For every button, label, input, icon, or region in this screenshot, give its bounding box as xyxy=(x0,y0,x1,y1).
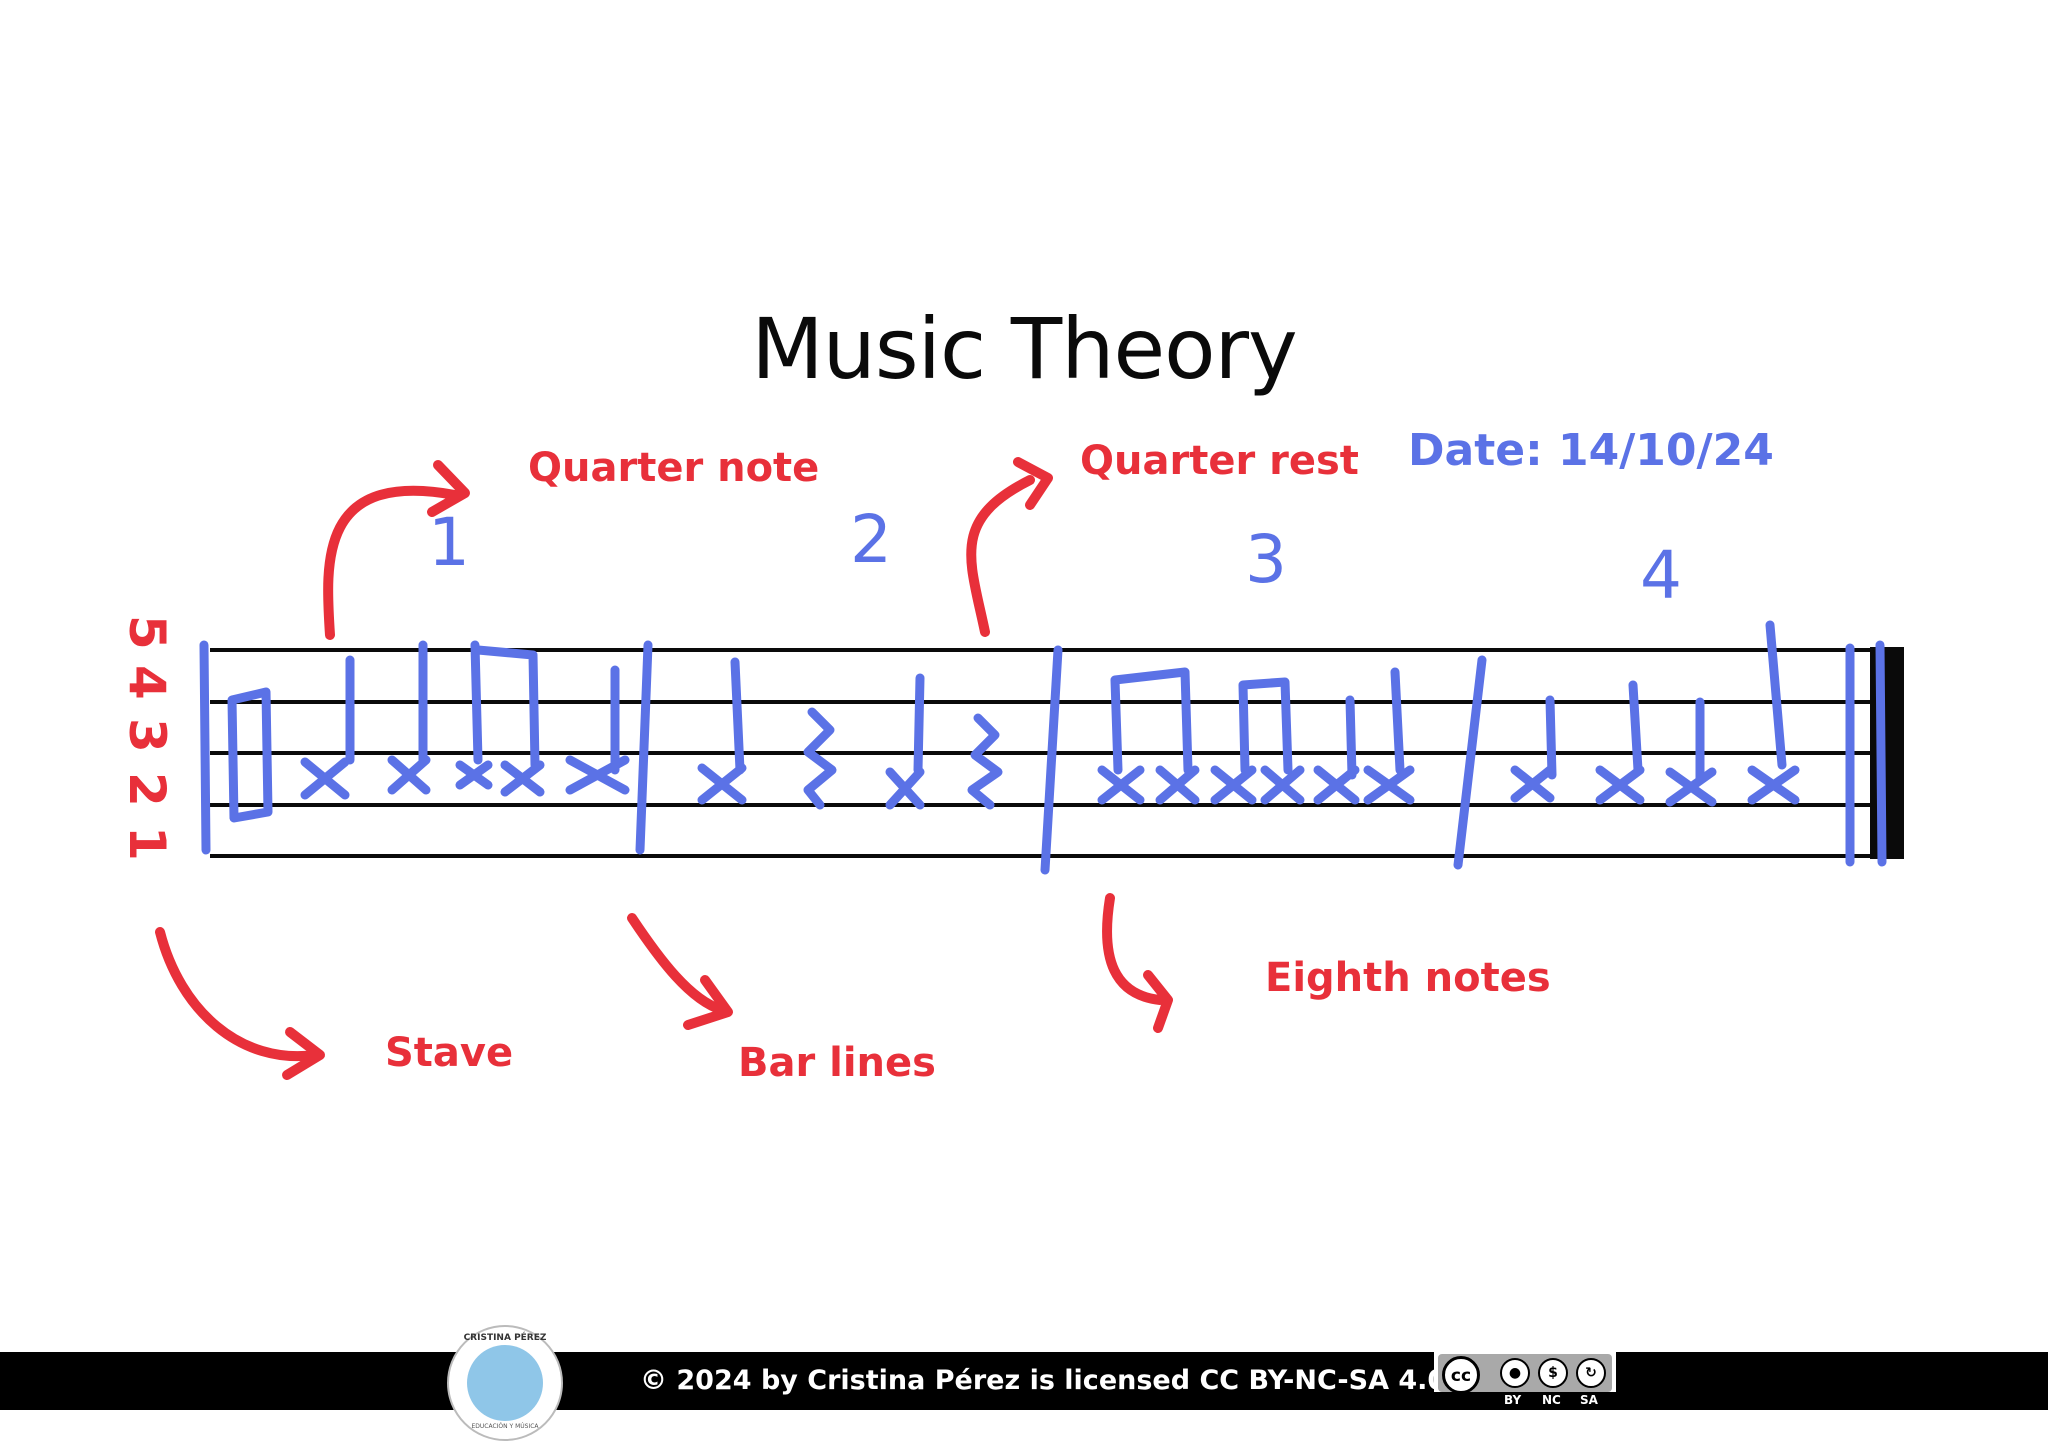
beat-numbers: 1 2 3 4 xyxy=(428,501,1682,614)
eighth-beam xyxy=(1110,667,1193,775)
beat-number: 3 xyxy=(1245,521,1287,598)
line-number: 1 xyxy=(118,826,176,861)
x-notehead xyxy=(1313,765,1360,805)
line-number: 5 xyxy=(118,615,176,650)
author-logo: CRISTINA PÉREZ EDUCACIÓN Y MÚSICA xyxy=(447,1325,563,1441)
label-bar-lines: Bar lines xyxy=(738,1040,936,1086)
eighth-beam xyxy=(470,640,540,770)
x-notehead xyxy=(1747,765,1800,805)
x-notehead xyxy=(1260,765,1305,805)
nc-icon: $ xyxy=(1538,1358,1568,1388)
bar-line xyxy=(1453,655,1487,870)
label-quarter-rest: Quarter rest xyxy=(1080,438,1359,484)
by-icon: ● xyxy=(1500,1358,1530,1388)
line-number: 3 xyxy=(118,718,176,753)
x-notehead xyxy=(387,755,431,795)
label-quarter-note: Quarter note xyxy=(528,445,820,491)
final-bar-line xyxy=(1875,640,1887,867)
x-notehead xyxy=(1665,767,1717,807)
line-number: 4 xyxy=(118,665,176,700)
x-notehead xyxy=(697,763,747,805)
beat-number: 1 xyxy=(428,504,470,581)
page-title: Music Theory xyxy=(751,300,1298,398)
cc-license-badge[interactable]: cc ● $ ↻ BY NC SA xyxy=(1434,1352,1616,1410)
x-notehead xyxy=(1363,765,1415,805)
cc-terms: BY NC SA xyxy=(1434,1392,1616,1410)
arrow-quarter-note xyxy=(323,485,460,640)
beat-number: 2 xyxy=(850,501,892,578)
handwritten-rhythm xyxy=(199,620,1887,875)
beat-number: 4 xyxy=(1640,537,1682,614)
cc-term-nc: NC xyxy=(1542,1393,1561,1407)
cc-icons: cc ● $ ↻ xyxy=(1438,1354,1612,1394)
date-label: Date: 14/10/24 xyxy=(1408,425,1774,476)
bar-line xyxy=(1040,645,1063,875)
annotation-arrows xyxy=(155,457,1173,1080)
line-numbers: 5 4 3 2 1 xyxy=(118,615,176,861)
label-eighth-notes: Eighth notes xyxy=(1265,955,1551,1001)
line-number: 2 xyxy=(118,772,176,807)
cc-term-sa: SA xyxy=(1580,1393,1598,1407)
x-notehead xyxy=(885,767,925,810)
eighth-beam xyxy=(1238,677,1293,775)
arrow-eighth-notes xyxy=(1102,893,1165,1005)
label-stave: Stave xyxy=(385,1030,514,1076)
sa-icon: ↻ xyxy=(1576,1358,1606,1388)
logo-avatar-icon xyxy=(467,1345,543,1421)
logo-bottom-text: EDUCACIÓN Y MÚSICA xyxy=(471,1423,539,1430)
x-notehead xyxy=(1097,765,1145,805)
x-notehead xyxy=(300,757,350,800)
x-notehead xyxy=(455,760,493,790)
x-notehead xyxy=(1510,765,1555,803)
quarter-rest xyxy=(803,707,837,810)
x-notehead xyxy=(1210,765,1257,805)
cc-icon: cc xyxy=(1442,1356,1480,1394)
license-text: © 2024 by Cristina Pérez is licensed CC … xyxy=(640,1365,1457,1396)
x-notehead xyxy=(1595,765,1645,805)
rectangle-note xyxy=(227,687,273,823)
quarter-rest xyxy=(967,713,1003,810)
x-notehead xyxy=(565,755,630,795)
logo-top-text: CRISTINA PÉREZ xyxy=(463,1333,547,1343)
footer-bar xyxy=(0,1352,2048,1410)
final-bar-thick xyxy=(1870,647,1904,859)
cc-term-by: BY xyxy=(1504,1393,1522,1407)
arrow-bar-lines xyxy=(627,913,727,1015)
start-bar-line xyxy=(199,640,211,855)
arrow-quarter-rest xyxy=(966,475,1035,637)
x-notehead xyxy=(500,760,545,797)
x-notehead xyxy=(1155,765,1200,805)
bar-line xyxy=(635,640,653,855)
arrow-stave xyxy=(155,927,320,1062)
